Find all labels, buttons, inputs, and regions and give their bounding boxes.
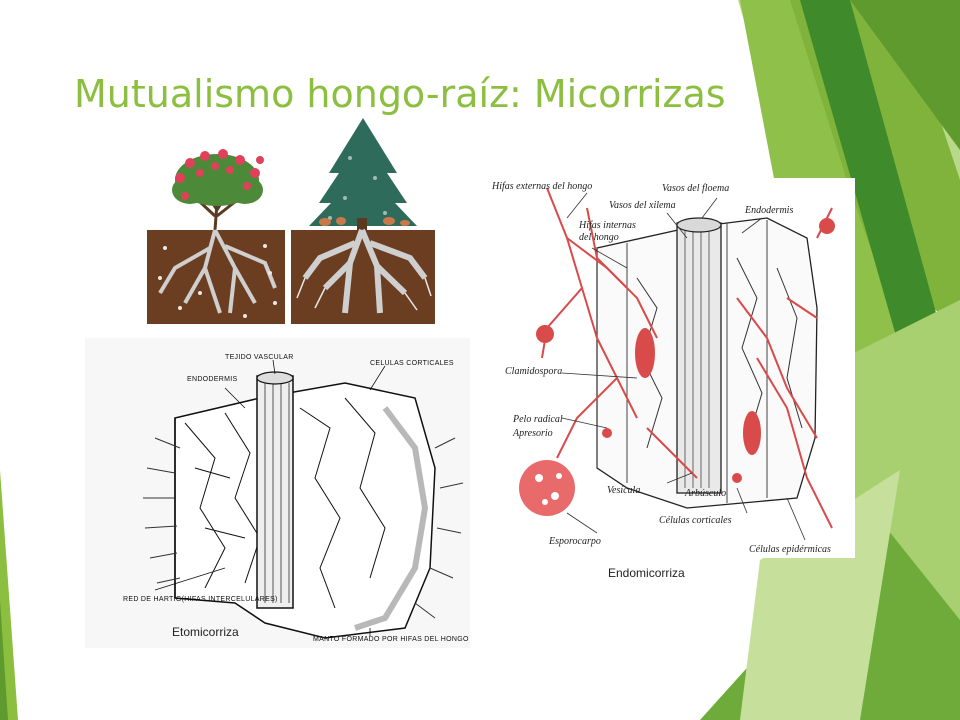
shrub-flowers bbox=[175, 149, 264, 200]
fungal-mantle bbox=[354, 406, 429, 631]
label-root-hair: Pelo radical bbox=[513, 414, 563, 425]
endomycorrhiza-caption: Endomicorriza bbox=[608, 566, 685, 580]
label-vascular-tissue: TEJIDO VASCULAR bbox=[225, 354, 294, 361]
label-internal-hyphae: Hifas internas bbox=[579, 220, 636, 231]
ectomycorrhiza-diagram: TEJIDO VASCULAR CELULAS CORTICALES ENDOD… bbox=[85, 338, 470, 648]
label-xylem-vessels: Vasos del xilema bbox=[609, 200, 676, 211]
soil-illustration bbox=[147, 118, 435, 324]
soil-block bbox=[291, 230, 435, 324]
slide-title: Mutualismo hongo-raíz: Micorrizas bbox=[74, 72, 726, 116]
label-arbuscule: Arbúsculo bbox=[685, 488, 727, 499]
ectomycorrhiza-caption: Etomicorriza bbox=[172, 625, 239, 639]
vesicle bbox=[602, 428, 612, 438]
vesicle bbox=[732, 473, 742, 483]
label-sporocarp: Esporocarpo bbox=[549, 536, 601, 547]
endomycorrhiza-drawing bbox=[487, 178, 855, 558]
chlamydospore bbox=[819, 218, 835, 234]
mushrooms bbox=[319, 217, 410, 226]
root-nodules bbox=[158, 244, 277, 318]
label-cortical-cells: CELULAS CORTICALES bbox=[370, 360, 454, 367]
endomycorrhiza-diagram: Hifas externas del hongo Vasos del floem… bbox=[487, 178, 855, 558]
label-external-hyphae: Hifas externas del hongo bbox=[492, 181, 593, 192]
deco-facet bbox=[850, 0, 960, 150]
deco-facet bbox=[0, 600, 8, 720]
deco-facet bbox=[0, 470, 18, 720]
label-chlamydospore: Clamidospora bbox=[505, 366, 563, 377]
label-internal-hyphae-2: del hongo bbox=[579, 232, 619, 243]
ectomycorrhiza-drawing bbox=[85, 338, 470, 648]
vascular-cylinder bbox=[676, 222, 722, 494]
label-epidermal-cells: Células epidérmicas bbox=[749, 544, 831, 555]
label-hartig-net: RED DE HARTIG(HIFAS INTERCELULARES) bbox=[123, 596, 278, 603]
sporocarp bbox=[519, 460, 575, 516]
shrub-foliage bbox=[172, 154, 263, 206]
conifer-panel bbox=[291, 118, 435, 324]
label-endodermis: ENDODERMIS bbox=[187, 376, 238, 383]
chlamydospore bbox=[536, 325, 554, 343]
label-appressorium: Apresorio bbox=[513, 428, 553, 439]
fungal-structures bbox=[519, 218, 835, 516]
label-endodermis: Endodermis bbox=[745, 205, 794, 216]
conifer-roots bbox=[302, 228, 428, 314]
arbuscule-cluster bbox=[743, 411, 761, 455]
internal-hyphae bbox=[541, 187, 833, 529]
external-hyphae bbox=[143, 437, 464, 619]
label-cortical-cells: Células corticales bbox=[659, 515, 732, 526]
deco-facet bbox=[740, 470, 900, 720]
vascular-cylinder bbox=[256, 375, 294, 609]
conifer-foliage bbox=[309, 118, 417, 226]
shrub-panel bbox=[147, 149, 285, 324]
label-phloem-vessels: Vasos del floema bbox=[662, 183, 730, 194]
shrub-roots bbox=[158, 229, 277, 314]
label-vesicle: Vesícula bbox=[607, 485, 641, 496]
label-fungal-mantle: MANTO FORMADO POR HIFAS DEL HONGO bbox=[313, 636, 469, 643]
arbuscule-cluster bbox=[635, 328, 655, 378]
